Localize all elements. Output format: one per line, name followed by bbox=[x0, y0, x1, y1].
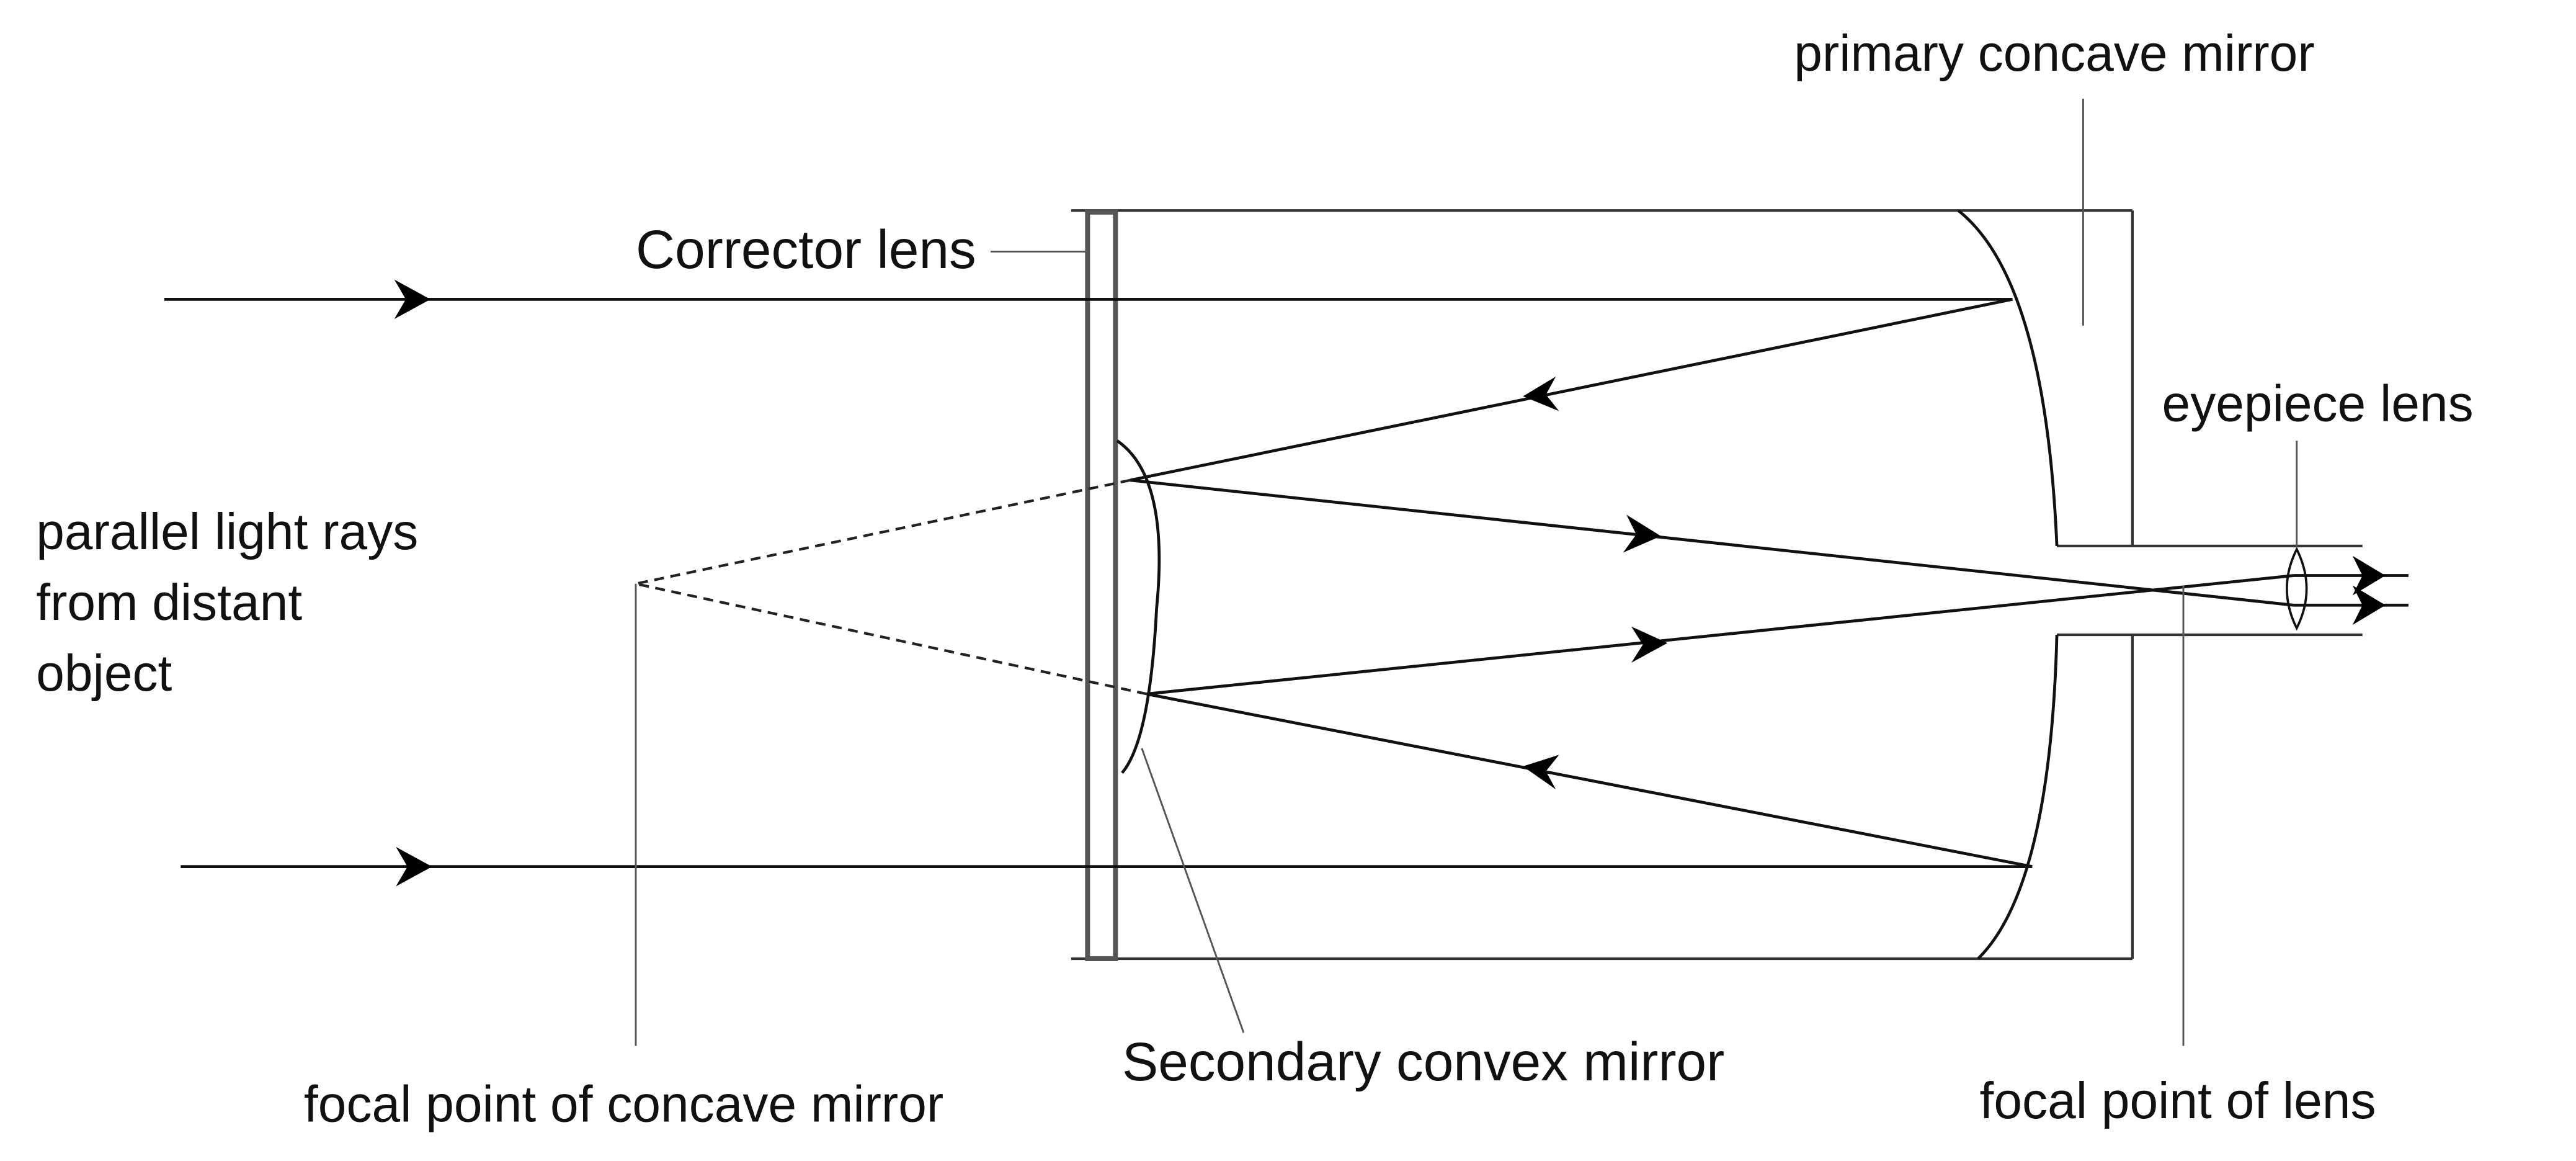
label-focal-point-mirror: focal point of concave mirror bbox=[304, 1076, 943, 1132]
arrow-right-icon bbox=[2352, 555, 2386, 596]
converging-ray-upper bbox=[1130, 478, 2294, 607]
label-incoming-rays-line1: parallel light rays bbox=[36, 504, 418, 560]
arrow-left-icon bbox=[1523, 755, 1559, 790]
label-eyepiece-lens: eyepiece lens bbox=[2162, 375, 2474, 432]
reflected-ray-lower bbox=[1146, 693, 2033, 868]
eyepiece-lens bbox=[2285, 546, 2308, 631]
primary-mirror-lower bbox=[1977, 634, 2059, 960]
converging-ray-lower bbox=[1146, 574, 2294, 696]
corrector-lens bbox=[1085, 209, 1118, 962]
arrow-right-icon bbox=[1631, 626, 1668, 663]
eyepiece-tube bbox=[2057, 544, 2363, 637]
label-focal-point-lens: focal point of lens bbox=[1980, 1073, 2376, 1129]
secondary-mirror bbox=[1116, 439, 1161, 774]
arrow-right-icon bbox=[394, 279, 430, 320]
label-incoming-rays-line2: from distant bbox=[36, 575, 302, 631]
arrow-left-icon bbox=[1523, 376, 1559, 411]
virtual-ray-upper bbox=[635, 478, 1131, 585]
label-corrector-lens: Corrector lens bbox=[636, 219, 976, 280]
arrow-right-icon bbox=[396, 846, 432, 887]
arrow-right-icon bbox=[1623, 514, 1661, 553]
label-secondary-mirror: Secondary convex mirror bbox=[1122, 1031, 1724, 1092]
virtual-ray-lower bbox=[635, 582, 1148, 696]
primary-mirror-upper bbox=[1957, 209, 2059, 546]
arrow-right-icon bbox=[2352, 585, 2386, 625]
reflected-ray-upper bbox=[1130, 297, 2013, 482]
label-primary-mirror: primary concave mirror bbox=[1794, 25, 2314, 82]
label-incoming-rays-line3: object bbox=[36, 645, 172, 702]
telescope-tube bbox=[1071, 209, 2134, 961]
leader-secondary-mirror bbox=[1141, 748, 1245, 1033]
